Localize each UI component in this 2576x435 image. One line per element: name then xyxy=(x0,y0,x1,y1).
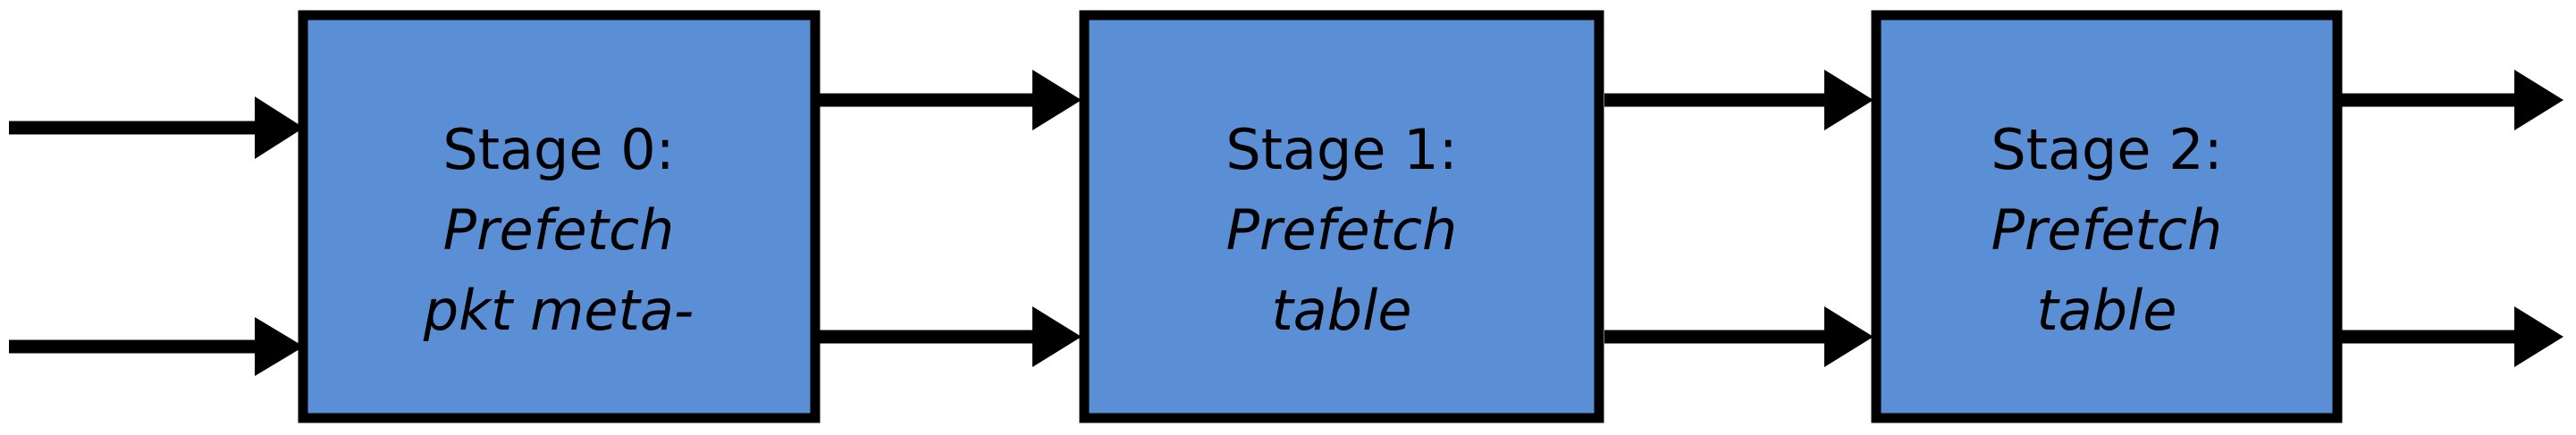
stage-2-subtitle-line-2: table xyxy=(2036,278,2176,343)
stage-box-stage-0[interactable]: Stage 0: Prefetch pkt meta- xyxy=(298,10,821,423)
stage-1-rectangle[interactable] xyxy=(1079,10,1604,423)
arrow-head-icon xyxy=(2514,70,2563,130)
stage-1-subtitle-line-1: Prefetch xyxy=(1226,197,1458,263)
connector-s0-s1-bottom xyxy=(820,306,1082,367)
connector-s1-s2-bottom xyxy=(1604,306,1873,367)
arrow-head-icon xyxy=(2514,306,2563,367)
connector-s1-s2-top xyxy=(1604,70,1873,130)
stage-box-stage-2[interactable]: Stage 2: Prefetch table xyxy=(1871,10,2343,423)
stage-2-rectangle[interactable] xyxy=(1871,10,2343,423)
arrow-head-icon xyxy=(255,317,304,376)
stage-1-title: Stage 1: xyxy=(1225,117,1457,182)
arrow-head-icon xyxy=(1824,70,1873,130)
connector-input-top xyxy=(9,96,304,159)
stage-box-stage-1[interactable]: Stage 1: Prefetch table xyxy=(1079,10,1604,423)
stage-0-subtitle-line-1: Prefetch xyxy=(443,197,675,263)
arrow-head-icon xyxy=(1032,70,1082,130)
arrow-head-icon xyxy=(255,96,304,159)
stage-0-title: Stage 0: xyxy=(442,117,674,182)
connector-output-bottom xyxy=(2342,306,2563,367)
stage-0-rectangle[interactable] xyxy=(298,10,821,423)
arrow-head-icon xyxy=(1032,306,1082,367)
connector-output-top xyxy=(2342,70,2563,130)
connector-s0-s1-top xyxy=(820,70,1082,130)
connector-input-bottom xyxy=(9,317,304,376)
stage-2-subtitle-line-1: Prefetch xyxy=(1991,197,2223,263)
stage-1-subtitle-line-2: table xyxy=(1271,278,1411,343)
stage-2-title: Stage 2: xyxy=(1991,117,2222,182)
stage-0-subtitle-line-2: pkt meta- xyxy=(423,278,695,343)
arrow-head-icon xyxy=(1824,306,1873,367)
